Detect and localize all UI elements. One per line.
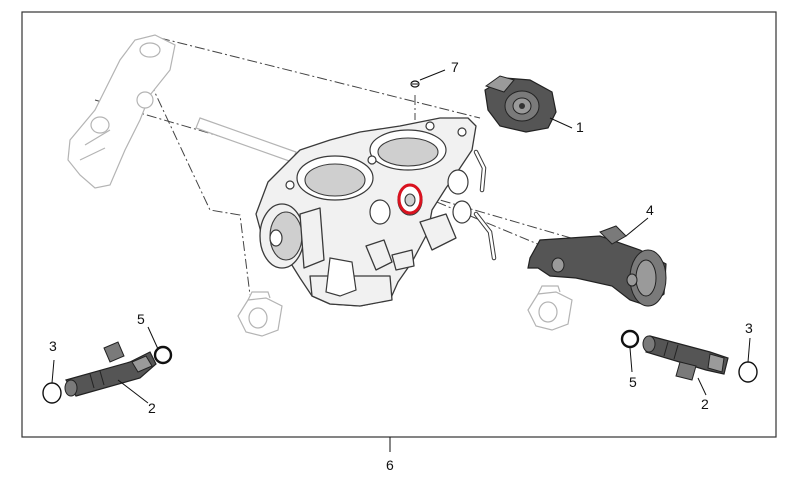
o-ring-left-part-3 xyxy=(42,382,62,404)
dash-line-right xyxy=(419,194,541,246)
o-ring-left-part-5 xyxy=(153,345,173,365)
callout-label-4: 4 xyxy=(646,202,654,218)
ghost-clamp-left xyxy=(237,291,283,337)
diagram-frame xyxy=(21,11,777,438)
ghost-shaft-rod xyxy=(195,117,297,163)
ghost-intake-manifold xyxy=(67,34,176,189)
callout-label-1: 1 xyxy=(576,119,584,135)
leader-line-5-left xyxy=(147,326,159,350)
leader-line-1 xyxy=(549,117,573,129)
dash-line-left xyxy=(149,81,251,296)
callout-label-5-right: 5 xyxy=(629,374,637,390)
fuel-injector-right-part-2 xyxy=(642,335,729,381)
throttle-body-assembly xyxy=(255,117,497,307)
throttle-position-sensor-part-1 xyxy=(484,75,557,133)
leader-line-4 xyxy=(625,217,649,237)
callout-label-7: 7 xyxy=(451,59,459,75)
callout-label-6: 6 xyxy=(386,457,394,473)
callout-label-2-left: 2 xyxy=(148,400,156,416)
idle-valve-part-4 xyxy=(527,225,667,307)
leader-line-5-right xyxy=(629,347,633,373)
dash-line-upper xyxy=(159,37,481,119)
callout-label-5-left: 5 xyxy=(137,311,145,327)
screw-part-7 xyxy=(410,80,420,88)
ghost-clamp-right xyxy=(527,285,573,331)
leader-line-2-left xyxy=(117,379,149,404)
o-ring-right-part-3 xyxy=(738,361,758,383)
leader-line-2-right xyxy=(697,377,707,396)
highlight-ring xyxy=(397,183,423,215)
o-ring-right-part-5 xyxy=(620,329,640,349)
callout-label-2-right: 2 xyxy=(701,396,709,412)
leader-line-3-left xyxy=(51,359,55,384)
leader-line-3-right xyxy=(747,337,751,363)
leader-line-7 xyxy=(419,69,446,81)
callout-label-3-left: 3 xyxy=(49,338,57,354)
callout-label-3-right: 3 xyxy=(745,320,753,336)
fuel-injector-left-part-2 xyxy=(64,341,157,397)
